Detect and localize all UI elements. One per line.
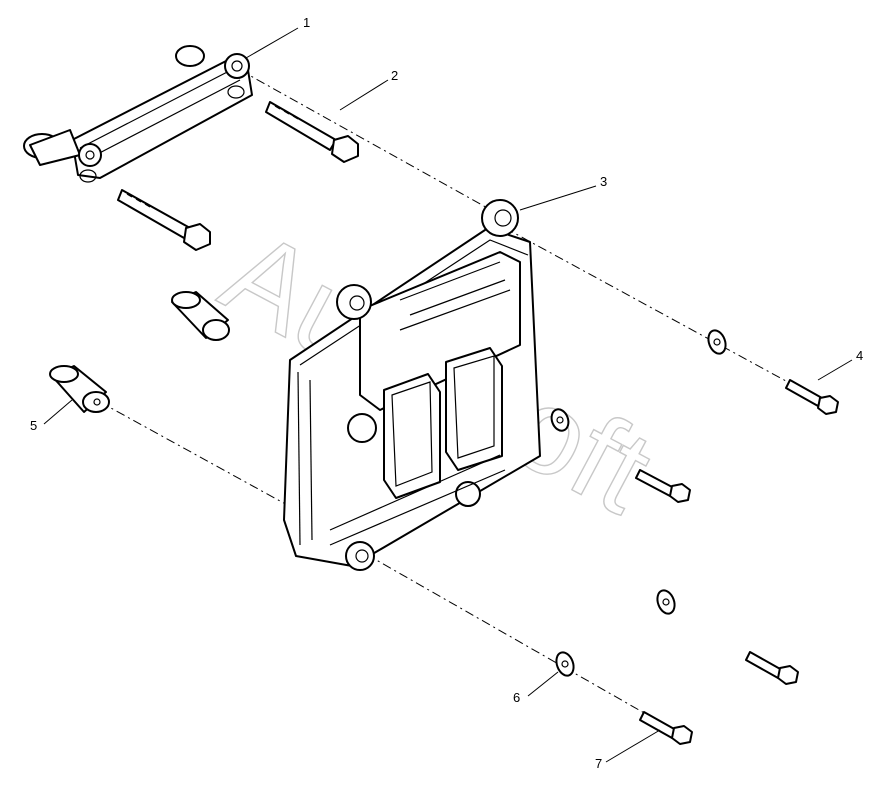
callout-7: 7 — [595, 756, 602, 771]
bolt-upper — [265, 101, 359, 163]
washer — [555, 651, 575, 677]
callout-6: 6 — [513, 690, 520, 705]
ecu-module — [283, 199, 541, 571]
callout-3: 3 — [600, 174, 607, 189]
spacer — [49, 365, 110, 413]
leader-lines — [43, 27, 853, 763]
bracket-arm — [23, 45, 253, 183]
callout-2: 2 — [391, 68, 398, 83]
callout-4: 4 — [856, 348, 863, 363]
washer-upper — [707, 329, 727, 355]
bolt-right-upper — [785, 379, 839, 415]
assembly-centerlines — [99, 69, 831, 739]
callout-5: 5 — [30, 418, 37, 433]
washer-lower — [656, 589, 676, 615]
callout-labels: 1 2 3 4 5 6 7 — [30, 15, 863, 771]
bolt-lower — [639, 711, 693, 745]
callout-1: 1 — [303, 15, 310, 30]
washer-middle — [550, 408, 570, 432]
spacer-upper — [171, 291, 230, 341]
bolt-right-lower — [745, 651, 799, 685]
bolt-middle — [117, 189, 211, 251]
bolt-right-middle — [635, 469, 691, 503]
